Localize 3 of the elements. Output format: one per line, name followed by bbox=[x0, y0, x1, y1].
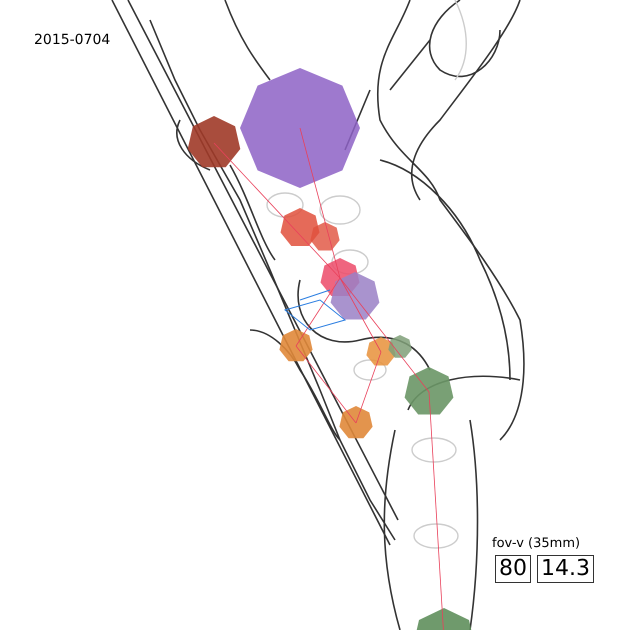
fov-caption: fov-v (35mm) bbox=[492, 536, 580, 551]
focal-value-display: 14.3 bbox=[537, 555, 594, 583]
fov-value-display: 80 bbox=[495, 555, 531, 583]
